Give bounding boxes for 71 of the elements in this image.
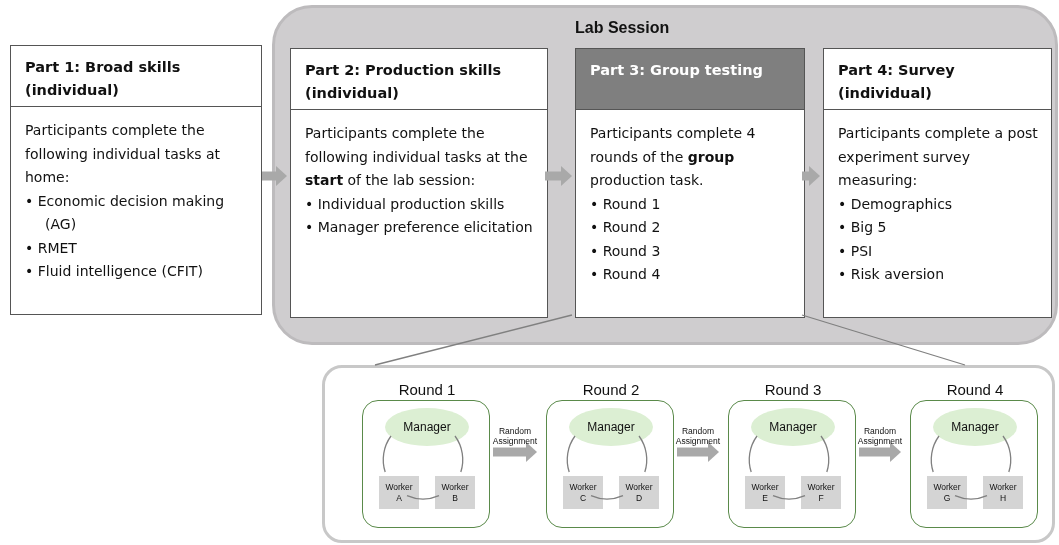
node-label: Worker C <box>568 481 598 504</box>
description-text: Participants complete the following individual tasks at the start of the lab session: <box>305 124 529 190</box>
round-title: Round 2 <box>581 381 641 399</box>
step-card <box>10 45 262 315</box>
node-label: Worker E <box>750 481 780 504</box>
description-text: Participants complete 4 rounds of the group production task. <box>590 124 757 190</box>
connector-line <box>590 495 624 500</box>
node-label: Worker B <box>440 481 470 504</box>
edge-label: Random Assignment <box>491 426 539 446</box>
manager-ellipse <box>933 408 1017 446</box>
connector-line <box>954 495 988 500</box>
part-heading: Part 2: Production skills (individual) <box>305 61 503 103</box>
bullet-item: • PSI <box>838 241 874 261</box>
manager-ellipse <box>751 408 835 446</box>
bullet-item: • Round 2 <box>590 218 662 237</box>
node-label: Manager <box>769 420 817 434</box>
node-label: Worker H <box>988 481 1018 504</box>
edge-label: Random Assignment <box>674 426 722 446</box>
bullet-item: • Manager preference elicitation <box>305 218 534 237</box>
bullet-item: • Round 4 <box>590 265 662 284</box>
connector-line <box>801 314 966 366</box>
step-card <box>575 48 805 318</box>
node-label: Manager <box>403 420 451 434</box>
connector-line <box>374 314 573 366</box>
connector-line <box>1002 435 1012 473</box>
bullet-item: • Fluid intelligence (CFIT) <box>25 262 204 281</box>
zoom-panel <box>322 365 1055 543</box>
bullet-item: • Round 3 <box>590 241 662 261</box>
step-card <box>823 48 1052 318</box>
bullet-item: • Demographics <box>838 194 954 214</box>
node-label: Worker G <box>932 481 962 504</box>
arrow <box>545 166 572 186</box>
round-title: Round 3 <box>763 381 823 399</box>
step-card <box>290 48 548 318</box>
part-heading: Part 4: Survey (individual) <box>838 61 956 103</box>
round-title: Round 4 <box>945 381 1005 399</box>
arrow <box>802 166 820 186</box>
description-text: Participants complete the following individual tasks at home: <box>25 121 222 187</box>
connector-line <box>406 495 440 500</box>
connector-line <box>382 435 392 473</box>
bullet-item: • Economic decision making (AG) <box>25 191 226 234</box>
panel-title: Lab Session <box>575 19 670 37</box>
connector-line <box>454 435 464 473</box>
connector-line <box>748 435 758 473</box>
connector-line <box>638 435 648 473</box>
node-label: Manager <box>951 420 999 434</box>
round-title: Round 1 <box>397 381 457 399</box>
connector-line <box>820 435 830 473</box>
description-text: Participants complete a post experiment survey measuring: <box>838 124 1039 190</box>
node-label: Worker D <box>624 481 654 504</box>
session-panel <box>272 5 1058 345</box>
bullet-item: • Big 5 <box>838 218 888 237</box>
bullet-item: • Round 1 <box>590 194 662 214</box>
bullet-item: • Individual production skills <box>305 194 506 214</box>
connector-line <box>930 435 940 473</box>
node-label: Worker F <box>806 481 836 504</box>
part-heading: Part 1: Broad skills (individual) <box>25 58 182 100</box>
node-label: Manager <box>587 420 635 434</box>
arrow <box>493 442 537 462</box>
edge-label: Random Assignment <box>856 426 904 446</box>
arrow <box>262 166 287 186</box>
bullet-item: • Risk aversion <box>838 265 946 284</box>
bullet-item: • RMET <box>25 238 78 258</box>
manager-ellipse <box>385 408 469 446</box>
node-label: Worker A <box>384 481 414 504</box>
part-heading: Part 3: Group testing <box>590 61 764 80</box>
manager-ellipse <box>569 408 653 446</box>
connector-line <box>566 435 576 473</box>
arrow <box>677 442 719 462</box>
connector-line <box>772 495 806 500</box>
arrow <box>859 442 901 462</box>
